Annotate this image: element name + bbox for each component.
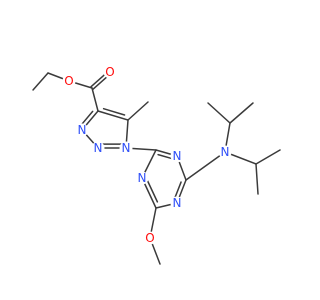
bond-c_triazine_4-n_amine (185, 151, 226, 181)
atom-label-background (75, 123, 89, 137)
atom-label-background (170, 149, 184, 163)
atom-label-background (91, 141, 105, 155)
atom-symbol-O: O (145, 231, 154, 245)
bond-c4_triazole-n_triazole_3-b (80, 110, 94, 126)
bond-ch3_ethyl-ch2_ethyl (32, 72, 49, 91)
atom-o_ester: O (62, 74, 76, 88)
atom-symbol-N: N (173, 196, 182, 210)
bond-c_carbonyl-c4_triazole (91, 87, 99, 112)
atom-symbol-O: O (64, 74, 73, 88)
atom-symbol-N: N (78, 123, 87, 137)
atom-n_amine: N (218, 145, 232, 159)
bond-c_triazine_4-n_triazine_5-b (174, 181, 182, 199)
atom-symbol-O: O (105, 65, 114, 79)
atom-symbol-N: N (94, 141, 103, 155)
atom-o_carbonyl: O (103, 65, 117, 79)
atom-symbol-N: N (122, 141, 131, 155)
atom-label-background (143, 231, 157, 245)
bond-c5_triazole-c4_triazole-b (102, 107, 126, 116)
atom-n_triazole_1: N (119, 141, 133, 155)
atom-n_triazine_1: N (135, 171, 149, 185)
atom-label-background (119, 141, 133, 155)
bond-c_triazine_6-n_triazine_1-b (146, 180, 159, 203)
atom-n_triazine_3: N (170, 149, 184, 163)
atom-symbol-N: N (221, 145, 230, 159)
bond-c5_triazole-ch3_triazole (127, 101, 149, 121)
atom-symbol-N: N (138, 171, 147, 185)
bond-c5_triazole-c4_triazole-a (97, 110, 129, 121)
bond-c_triazine_2-n_triazine_3-b (157, 153, 174, 160)
atom-label-background (218, 145, 232, 159)
atom-label-background (135, 171, 149, 185)
atom-o_methoxy: O (143, 231, 157, 245)
atom-n_triazole_3: N (75, 123, 89, 137)
bond-c_ipr_a-c_ipr_a_me2 (229, 102, 254, 124)
bond-c_ipr_a-c_ipr_a_me1 (207, 102, 231, 124)
atom-symbol-N: N (173, 149, 182, 163)
bonds (32, 70, 281, 265)
atom-label-background (103, 65, 117, 79)
bond-c_ipr_b-c_ipr_b_me2 (255, 163, 259, 195)
atom-n_triazine_5: N (170, 196, 184, 210)
atom-label-background (170, 196, 184, 210)
atom-n_triazole_2: N (91, 141, 105, 155)
atom-label-background (62, 74, 76, 88)
bond-c_ipr_b-c_ipr_b_me1 (255, 149, 281, 165)
